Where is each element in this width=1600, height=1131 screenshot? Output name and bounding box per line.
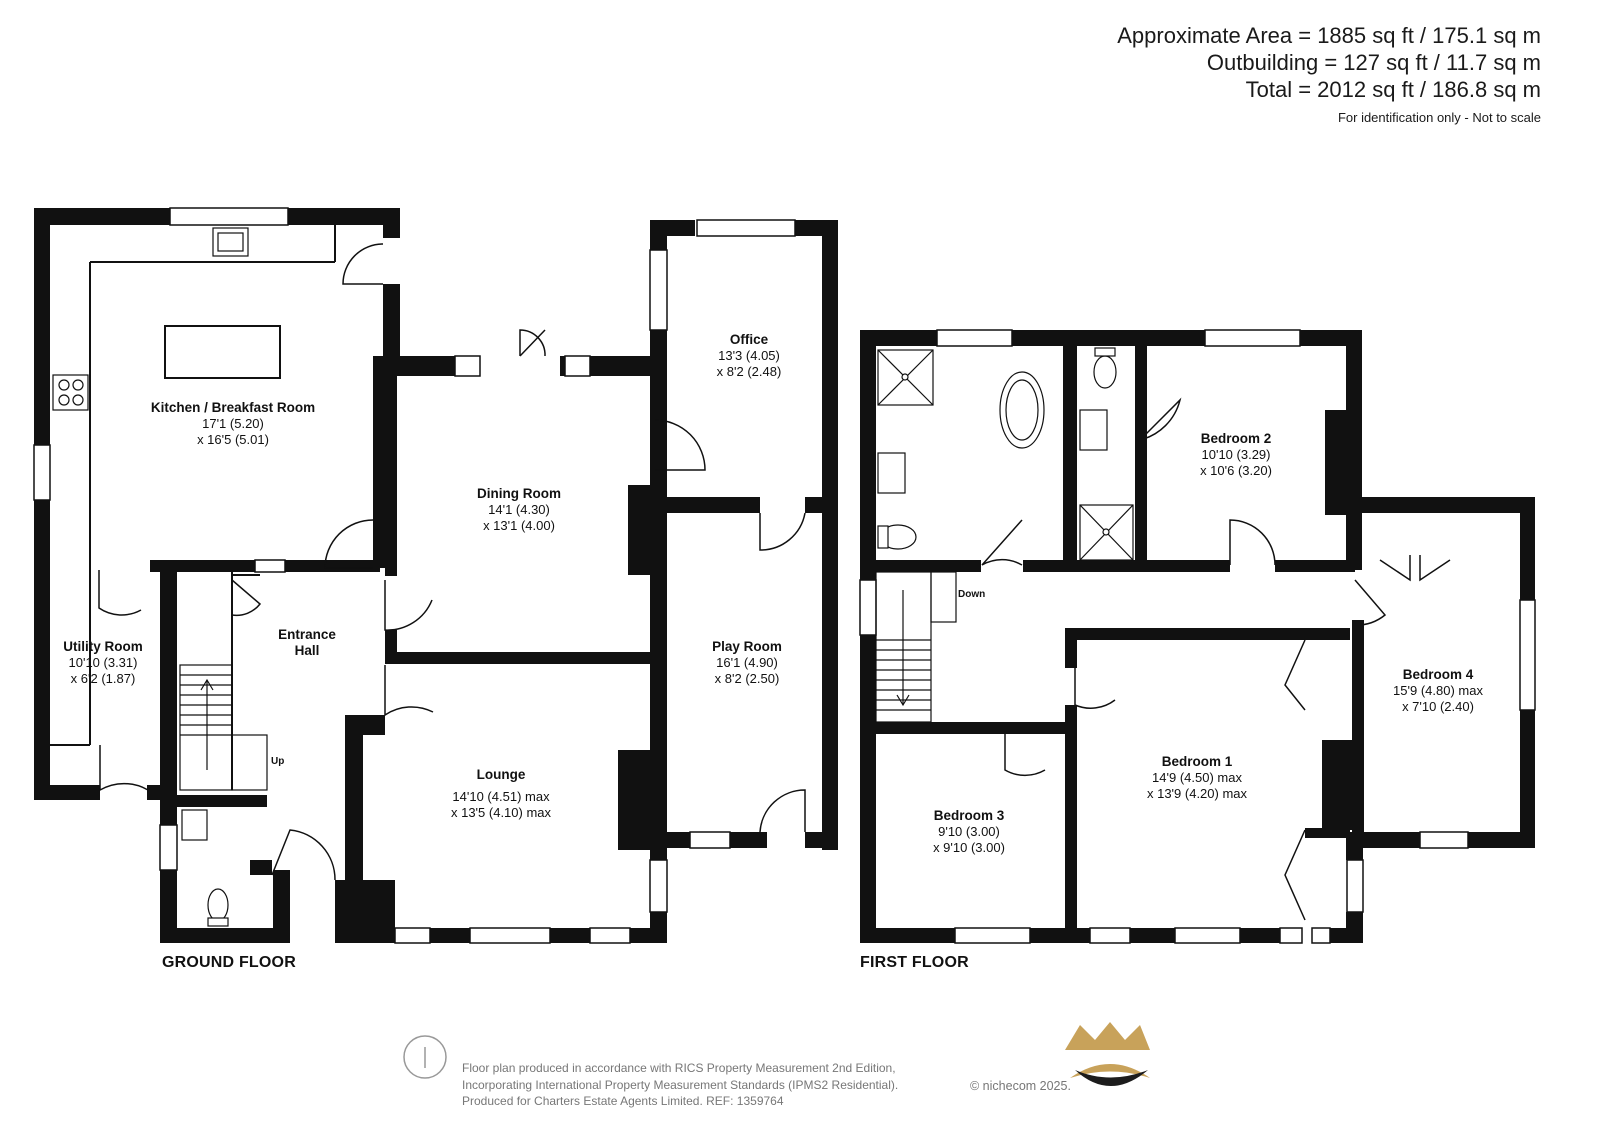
room-bedroom-3: Bedroom 3 9'10 (3.00) x 9'10 (3.00)	[933, 808, 1005, 856]
room-dimension: x 13'1 (4.00)	[483, 518, 555, 533]
copyright: © nichecom 2025.	[970, 1079, 1071, 1093]
room-dimension: x 10'6 (3.20)	[1200, 463, 1272, 478]
room-dimension: x 13'5 (4.10) max	[450, 805, 552, 820]
room-name: Office	[729, 332, 769, 347]
room-dimension: 16'1 (4.90)	[716, 655, 778, 670]
room-dimension: 14'1 (4.30)	[488, 502, 550, 517]
room-office: Office 13'3 (4.05) x 8'2 (2.48)	[717, 332, 782, 380]
room-name: Bedroom 4	[1402, 667, 1474, 682]
room-bedroom-2: Bedroom 2 10'10 (3.29) x 10'6 (3.20)	[1200, 431, 1272, 479]
outbuilding-area: Outbuilding = 127 sq ft / 11.7 sq m	[1206, 50, 1541, 75]
footer-text: Floor plan produced in accordance with R…	[462, 1060, 898, 1110]
room-name: Play Room	[712, 639, 782, 654]
room-kitchen: Kitchen / Breakfast Room 17'1 (5.20) x 1…	[151, 400, 315, 448]
footer-line: Floor plan produced in accordance with R…	[462, 1061, 896, 1075]
scale-note: For identification only - Not to scale	[1337, 110, 1541, 125]
room-name: Lounge	[476, 767, 526, 782]
room-dimension: 10'10 (3.31)	[68, 655, 138, 670]
room-name: Kitchen / Breakfast Room	[150, 400, 316, 415]
room-name: Bedroom 1	[1161, 754, 1233, 769]
room-dimension: 15'9 (4.80) max	[1393, 683, 1483, 698]
approximate-area: Approximate Area = 1885 sq ft / 175.1 sq…	[1117, 23, 1541, 48]
first-floor-label: FIRST FLOOR	[860, 954, 969, 971]
nichecom-logo	[1065, 1022, 1150, 1086]
fixtures	[52, 227, 1134, 927]
room-name: Hall	[294, 643, 320, 658]
room-dimension: 13'3 (4.05)	[718, 348, 780, 363]
total-area: Total = 2012 sq ft / 186.8 sq m	[1245, 77, 1541, 102]
room-name: Bedroom 3	[933, 808, 1005, 823]
room-name: Bedroom 2	[1200, 431, 1272, 446]
ground-floor-label: GROUND FLOOR	[162, 954, 296, 971]
room-dimension: x 8'2 (2.48)	[716, 364, 782, 379]
stairs	[179, 571, 957, 791]
ipms-badge	[403, 1035, 447, 1079]
stairs-up-label: Up	[271, 756, 285, 767]
windows	[33, 207, 1536, 944]
room-dimension: 14'10 (4.51) max	[452, 789, 550, 804]
room-dimension: x 9'10 (3.00)	[933, 840, 1005, 855]
room-bedroom-4: Bedroom 4 15'9 (4.80) max x 7'10 (2.40)	[1393, 667, 1483, 715]
doors	[98, 243, 1451, 921]
room-lounge: Lounge 14'10 (4.51) max x 13'5 (4.10) ma…	[451, 767, 551, 821]
room-utility: Utility Room 10'10 (3.31) x 6'2 (1.87)	[63, 639, 143, 687]
room-play: Play Room 16'1 (4.90) x 8'2 (2.50)	[712, 639, 782, 687]
room-name: Dining Room	[477, 486, 561, 501]
footer-line: Produced for Charters Estate Agents Limi…	[462, 1094, 784, 1108]
room-name: Entrance	[278, 627, 336, 642]
stairs-down-label: Down	[958, 589, 986, 600]
room-dimension: x 13'9 (4.20) max	[1146, 786, 1248, 801]
room-dimension: x 16'5 (5.01)	[197, 432, 269, 447]
room-dimension: x 7'10 (2.40)	[1402, 699, 1474, 714]
room-dimension: x 6'2 (1.87)	[70, 671, 136, 686]
room-dimension: 9'10 (3.00)	[938, 824, 1000, 839]
room-bedroom-1: Bedroom 1 14'9 (4.50) max x 13'9 (4.20) …	[1147, 754, 1247, 802]
room-name: Utility Room	[63, 639, 143, 654]
first-floor-walls	[860, 330, 1535, 943]
footer-line: Incorporating International Property Mea…	[462, 1077, 899, 1092]
room-dimension: 14'9 (4.50) max	[1152, 770, 1242, 785]
room-dimension: 10'10 (3.29)	[1201, 447, 1271, 462]
room-entrance-hall: Entrance Hall	[278, 627, 336, 659]
room-dimension: 17'1 (5.20)	[202, 416, 264, 431]
room-dimension: x 8'2 (2.50)	[714, 671, 780, 686]
room-dining: Dining Room 14'1 (4.30) x 13'1 (4.00)	[477, 486, 561, 534]
